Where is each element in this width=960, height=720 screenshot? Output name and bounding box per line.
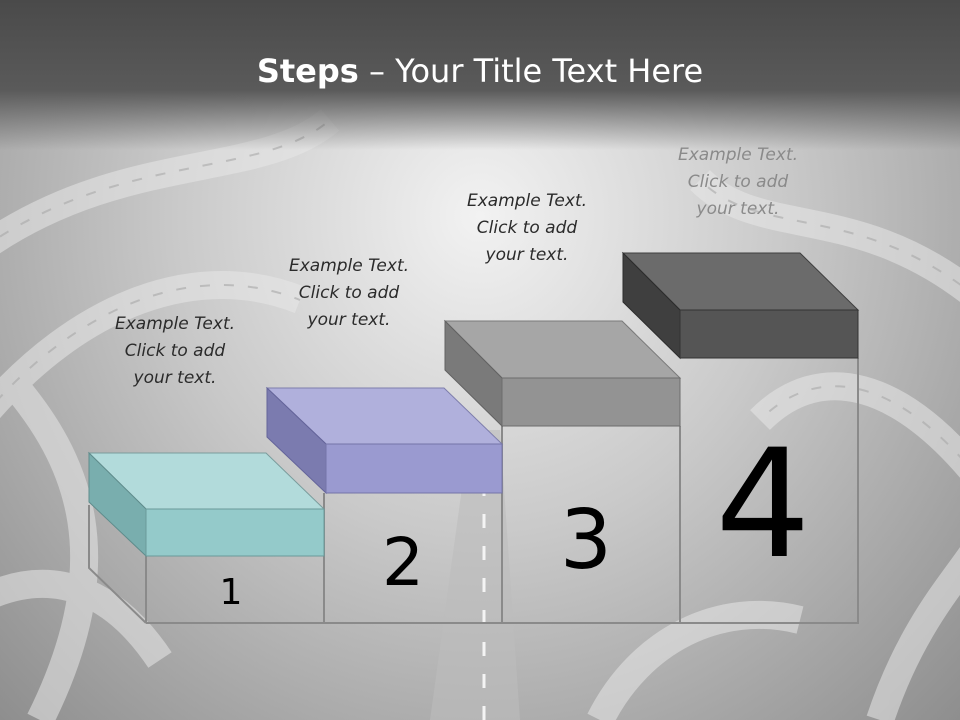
step-3-block[interactable] xyxy=(443,319,682,428)
title-bar xyxy=(0,0,960,150)
step-1-block[interactable] xyxy=(87,451,326,558)
caption-line: Click to add xyxy=(124,341,226,361)
step-3-caption[interactable]: Example Text. Click to add your text. xyxy=(437,188,617,269)
caption-line: Click to add xyxy=(687,172,789,192)
step-1-front xyxy=(145,508,325,557)
caption-line: your text. xyxy=(133,368,217,388)
step-4-front xyxy=(679,309,859,359)
caption-line: your text. xyxy=(485,245,569,265)
caption-line: Example Text. xyxy=(466,191,588,211)
step-1-number: 1 xyxy=(220,572,243,613)
caption-line: your text. xyxy=(307,310,391,330)
caption-line: Example Text. xyxy=(677,145,799,165)
step-2-front xyxy=(325,443,503,494)
step-4-number: 4 xyxy=(715,418,810,592)
step-3-number: 3 xyxy=(560,493,612,588)
caption-line: Click to add xyxy=(298,283,400,303)
caption-line: Example Text. xyxy=(288,256,410,276)
step-3-front xyxy=(501,377,681,427)
title-bold: Steps xyxy=(256,52,359,90)
step-2-number: 2 xyxy=(382,524,424,601)
step-4-block[interactable] xyxy=(621,251,860,360)
step-4-caption[interactable]: Example Text. Click to add your text. xyxy=(648,142,828,223)
caption-line: your text. xyxy=(696,199,780,219)
caption-line: Click to add xyxy=(476,218,578,238)
caption-line: Example Text. xyxy=(114,314,236,334)
title-rest: – Your Title Text Here xyxy=(358,52,704,90)
step-1-caption[interactable]: Example Text. Click to add your text. xyxy=(85,311,265,392)
slide-title[interactable]: Steps – Your Title Text Here xyxy=(0,52,960,90)
step-2-block[interactable] xyxy=(265,386,504,495)
step-2-caption[interactable]: Example Text. Click to add your text. xyxy=(259,253,439,334)
